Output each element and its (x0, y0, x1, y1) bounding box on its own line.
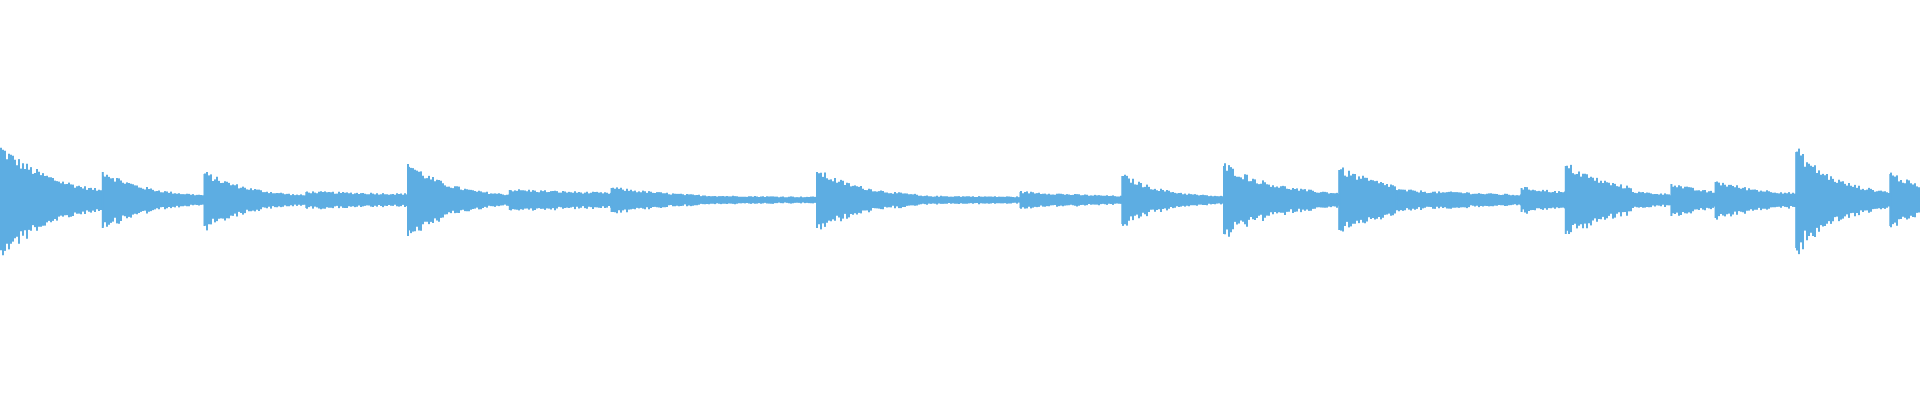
onset-peak-3 (305, 192, 308, 208)
onset-peak-9 (917, 196, 920, 204)
onset-peak-7 (714, 196, 717, 204)
onset-peak-16 (1520, 188, 1523, 212)
onset-peak-20 (1714, 182, 1717, 218)
onset-peak-5 (508, 190, 511, 210)
onset-peak-0 (0, 150, 2, 250)
onset-peak-4 (407, 164, 409, 236)
onset-peak-1 (101, 172, 104, 228)
onset-peak-19 (1670, 184, 1673, 216)
waveform-bars (0, 147, 1920, 256)
onset-peak-8 (816, 172, 818, 228)
onset-peak-22 (1889, 174, 1892, 226)
waveform-envelope (0, 147, 1920, 256)
onset-peak-10 (1019, 192, 1022, 208)
onset-peak-15 (1449, 192, 1452, 208)
onset-peak-13 (1338, 170, 1341, 230)
onset-peak-18 (1632, 192, 1634, 208)
onset-peak-17 (1564, 166, 1567, 234)
onset-peak-12 (1223, 166, 1225, 234)
onset-peak-14 (1395, 190, 1398, 210)
onset-peak-6 (610, 188, 613, 212)
onset-peak-21 (1795, 152, 1798, 248)
onset-peak-11 (1121, 176, 1124, 224)
onset-peak-2 (203, 174, 206, 226)
